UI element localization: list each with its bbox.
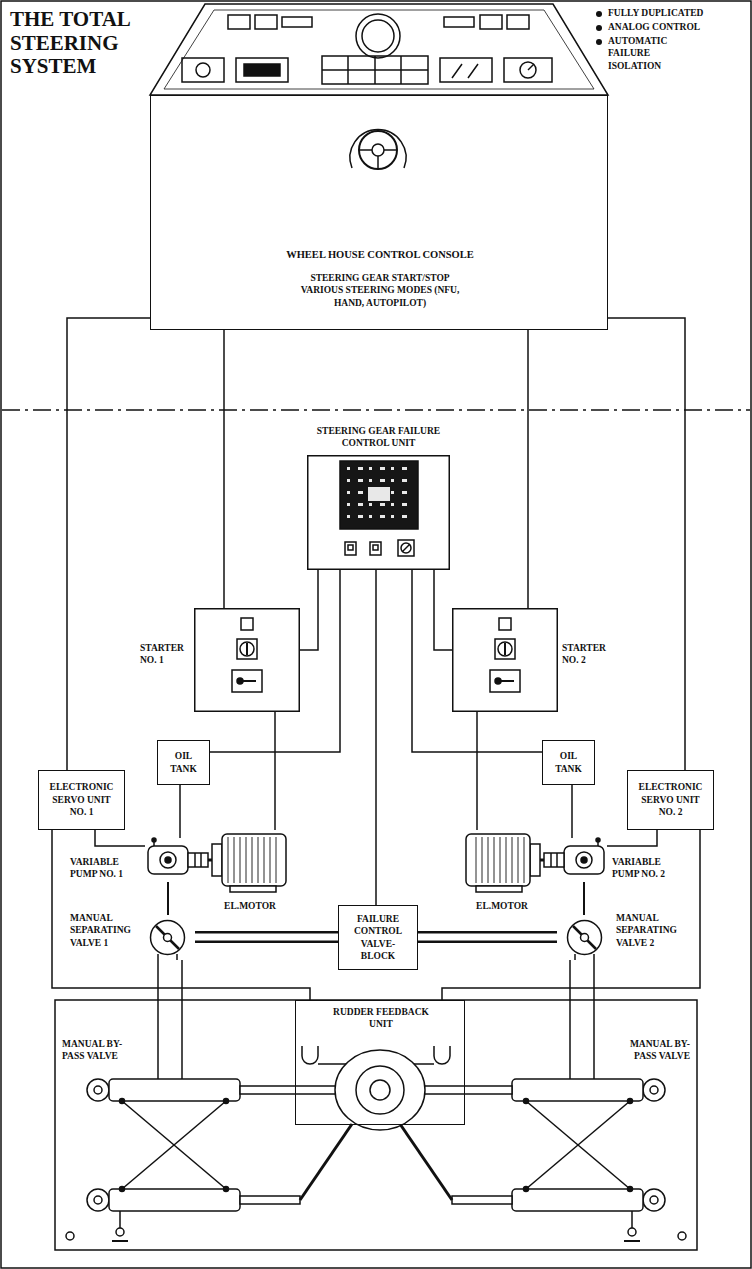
- node-label: STARTER NO. 1: [140, 642, 192, 667]
- node-label: STEERING GEAR FAILURE CONTROL UNIT: [303, 425, 454, 450]
- separating-valve: MANUAL SEPARATING VALVE 2: [557, 915, 612, 960]
- part-label: MANUAL BY-PASS VALVE: [610, 1038, 690, 1063]
- signal-line: [375, 570, 377, 905]
- part-label: AUTOMATIC FAILURE ISOLATION: [608, 35, 698, 72]
- signal-line: [300, 570, 318, 650]
- node-label: VARIABLE PUMP NO. 2: [612, 856, 682, 881]
- pump-art: [145, 838, 210, 882]
- node-label: MANUAL SEPARATING VALVE 1: [70, 912, 136, 949]
- rudder-feedback-unit: RUDDER FEEDBACK UNIT: [295, 1000, 465, 1125]
- electric-motor: EL.MOTOR: [460, 830, 544, 920]
- starter-panel: STARTER NO. 2: [452, 608, 612, 712]
- signal-line: [223, 330, 225, 608]
- node-label: VARIABLE PUMP NO. 1: [70, 856, 140, 881]
- oil-tank-box: OIL TANK: [542, 740, 595, 785]
- servo-unit-box: ELECTRONIC SERVO UNIT NO. 2: [627, 770, 714, 830]
- part-label: ANALOG CONTROL: [608, 21, 748, 33]
- electric-motor: EL.MOTOR: [208, 830, 292, 920]
- variable-pump: VARIABLE PUMP NO. 1: [145, 838, 210, 882]
- diagram-title: THE TOTAL STEERING SYSTEM: [10, 8, 185, 79]
- pipe-bore: [418, 934, 557, 941]
- variable-pump: VARIABLE PUMP NO. 2: [542, 838, 607, 882]
- node-label: FAILURE CONTROL VALVE-BLOCK: [344, 913, 412, 962]
- part-label: MANUAL BY-PASS VALVE: [62, 1038, 142, 1063]
- signal-line: [52, 830, 310, 1000]
- node-body: STEERING GEAR START/STOP VARIOUS STEERIN…: [290, 272, 470, 309]
- node-label: OIL TANK: [163, 750, 204, 775]
- node-label: EL.MOTOR: [208, 900, 292, 912]
- console-box: WHEEL HOUSE CONTROL CONSOLE STEERING GEAR…: [150, 95, 608, 330]
- signal-line: [95, 830, 145, 846]
- node-label: OIL TANK: [548, 750, 589, 775]
- starter-panel-art: [452, 608, 612, 712]
- signal-line: [179, 785, 181, 838]
- signal-line: [527, 330, 529, 608]
- node-label: WHEEL HOUSE CONTROL CONSOLE: [151, 248, 609, 262]
- signal-line: [67, 318, 150, 770]
- signal-line: [167, 882, 169, 915]
- signal-line: [442, 830, 700, 1000]
- servo-unit-box: ELECTRONIC SERVO UNIT NO. 1: [38, 770, 125, 830]
- signal-line: [607, 830, 657, 846]
- starter-panel: STARTER NO. 1: [140, 608, 300, 712]
- valve-block: FAILURE CONTROL VALVE-BLOCK: [338, 905, 418, 970]
- signal-line: [583, 882, 585, 915]
- signal-line: [608, 318, 685, 770]
- signal-line: [476, 712, 478, 830]
- pipe-bore: [195, 934, 338, 941]
- node-label: ELECTRONIC SERVO UNIT NO. 2: [633, 781, 708, 818]
- node-label: ELECTRONIC SERVO UNIT NO. 1: [44, 781, 119, 818]
- hydraulic-pipe: [418, 931, 557, 943]
- signal-line: [274, 712, 276, 830]
- part-label: FULLY DUPLICATED: [608, 7, 748, 19]
- valve-art: [557, 915, 612, 960]
- valve-art: [140, 915, 195, 960]
- signal-line: [571, 785, 573, 838]
- starter-panel-art: [140, 608, 300, 712]
- signal-line: [434, 570, 452, 650]
- node-label: EL.MOTOR: [460, 900, 544, 912]
- node-label: MANUAL SEPARATING VALVE 2: [616, 912, 682, 949]
- node-label: STARTER NO. 2: [562, 642, 612, 667]
- oil-tank-box: OIL TANK: [157, 740, 210, 785]
- hydraulic-pipe: [195, 931, 338, 943]
- node-label: RUDDER FEEDBACK UNIT: [331, 1006, 431, 1031]
- pump-art: [542, 838, 607, 882]
- separating-valve: MANUAL SEPARATING VALVE 1: [140, 915, 195, 960]
- failure-control-unit: STEERING GEAR FAILURE CONTROL UNIT: [290, 425, 467, 570]
